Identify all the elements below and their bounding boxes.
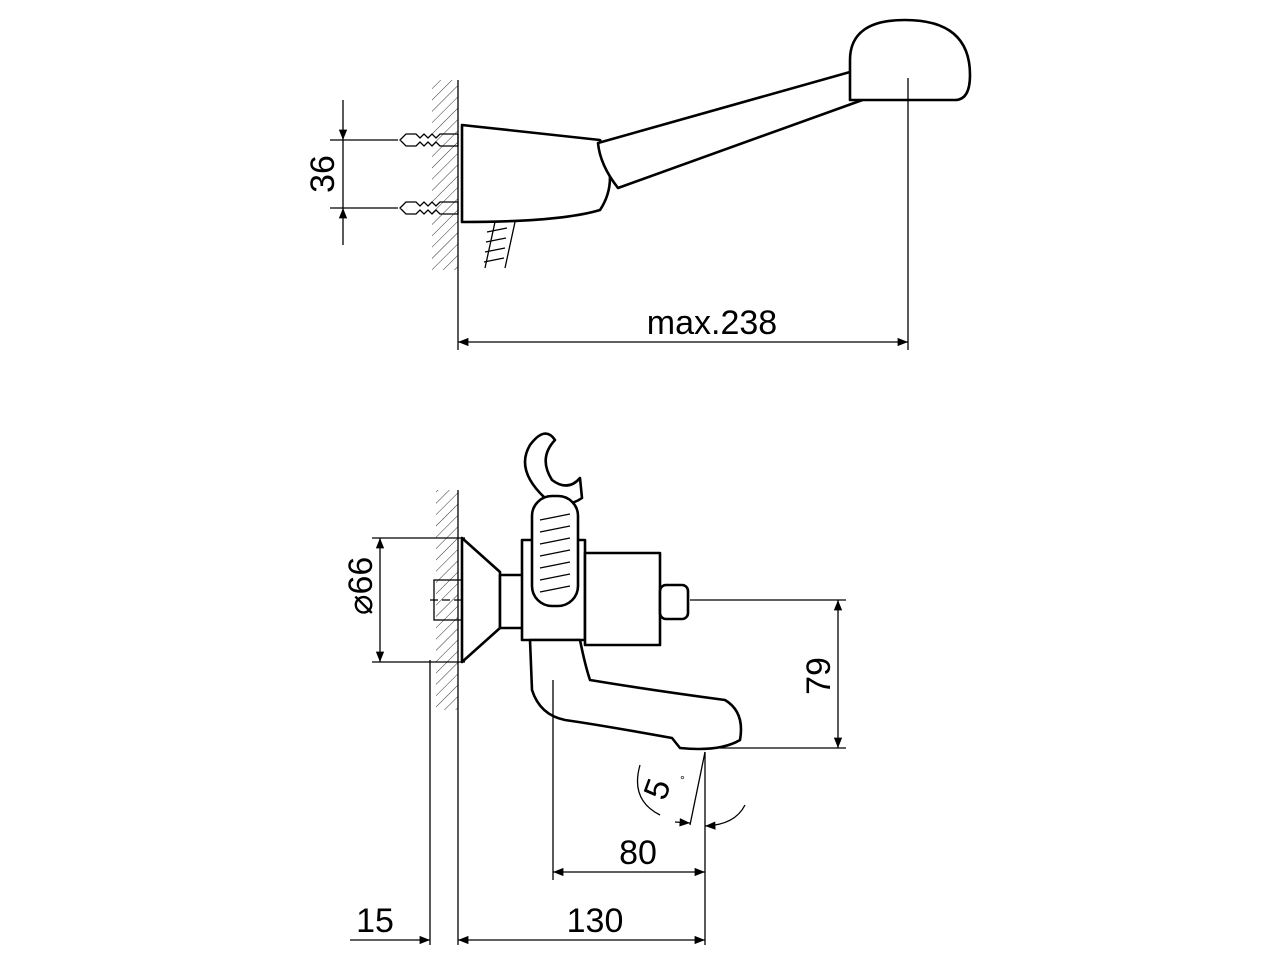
hose xyxy=(484,221,516,269)
top-view: 36 max.238 xyxy=(304,18,972,350)
dim-max-reach: max.238 xyxy=(647,304,777,342)
hose-holder xyxy=(530,494,580,608)
shower-hook xyxy=(523,432,584,506)
dim-spout-offset: 80 xyxy=(619,834,657,872)
diverter-knob xyxy=(658,583,690,621)
dim-wall-thickness: 15 xyxy=(356,902,394,940)
side-view: ⌀66 79 5 ° 80 15 130 xyxy=(342,432,846,945)
shower-handle xyxy=(596,70,870,190)
holder-body xyxy=(460,123,612,224)
degree-symbol: ° xyxy=(680,773,685,787)
wall-flange xyxy=(460,536,502,664)
dim-flange-diameter: ⌀66 xyxy=(342,557,380,615)
dim-projection: 130 xyxy=(567,902,624,940)
spout xyxy=(528,638,743,751)
dim-spout-height: 79 xyxy=(800,657,838,695)
shower-head xyxy=(848,18,972,102)
screw-lower xyxy=(399,201,459,215)
hex-nut xyxy=(498,573,526,630)
screw-upper xyxy=(399,133,459,147)
diverter-block xyxy=(583,551,662,647)
dim-screw-spacing: 36 xyxy=(304,155,342,193)
wall-hatch xyxy=(432,80,458,270)
